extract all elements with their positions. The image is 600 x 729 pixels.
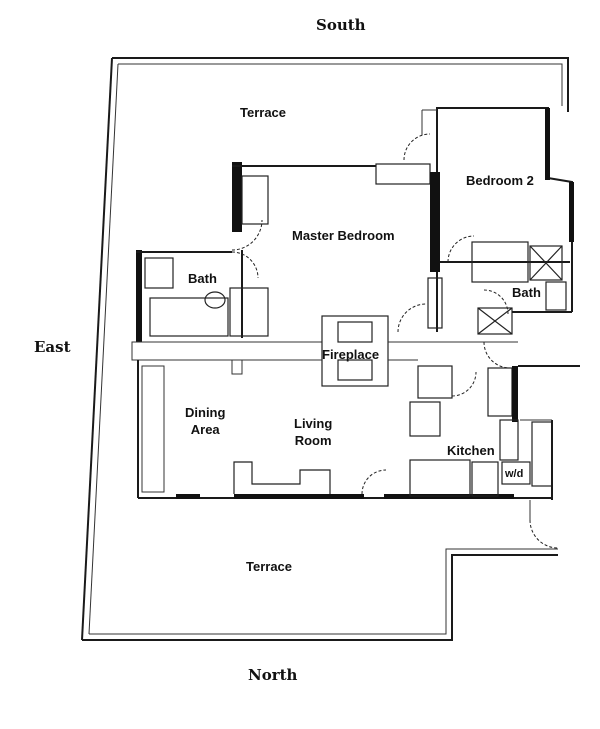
dining-area-label: Dining Area	[185, 404, 225, 438]
kitchen-label: Kitchen	[447, 443, 495, 458]
outer-terrace-wall	[81, 57, 569, 641]
master-bedroom-label: Master Bedroom	[292, 228, 395, 243]
compass-south-label: South	[316, 16, 366, 34]
main-bath-label: Bath	[188, 271, 217, 286]
dining-area-line-1: Dining	[185, 405, 226, 420]
master-bedroom-walls	[232, 162, 443, 338]
terrace-north-label: Terrace	[246, 559, 293, 574]
living-room-label: Living Room	[294, 415, 332, 449]
kitchen-walls	[409, 365, 580, 500]
door-swings	[231, 133, 559, 549]
washer-dryer-label: w/d	[505, 468, 524, 480]
main-bath-walls	[136, 250, 269, 342]
small-bath-label: Bath	[512, 285, 541, 300]
terrace-south-label: Terrace	[240, 105, 287, 120]
compass-north-label: North	[248, 666, 298, 684]
central-spine	[131, 315, 518, 387]
dining-area-line-2: Area	[190, 422, 220, 437]
living-room-line-1: Living	[294, 416, 333, 431]
compass-east-label: East	[34, 338, 71, 356]
small-bath-walls	[471, 241, 572, 335]
fireplace-label: Fireplace	[322, 347, 380, 362]
bedroom-2-walls	[421, 107, 574, 312]
living-room-line-2: Room	[294, 433, 332, 448]
bedroom-2-label: Bedroom 2	[466, 173, 534, 188]
